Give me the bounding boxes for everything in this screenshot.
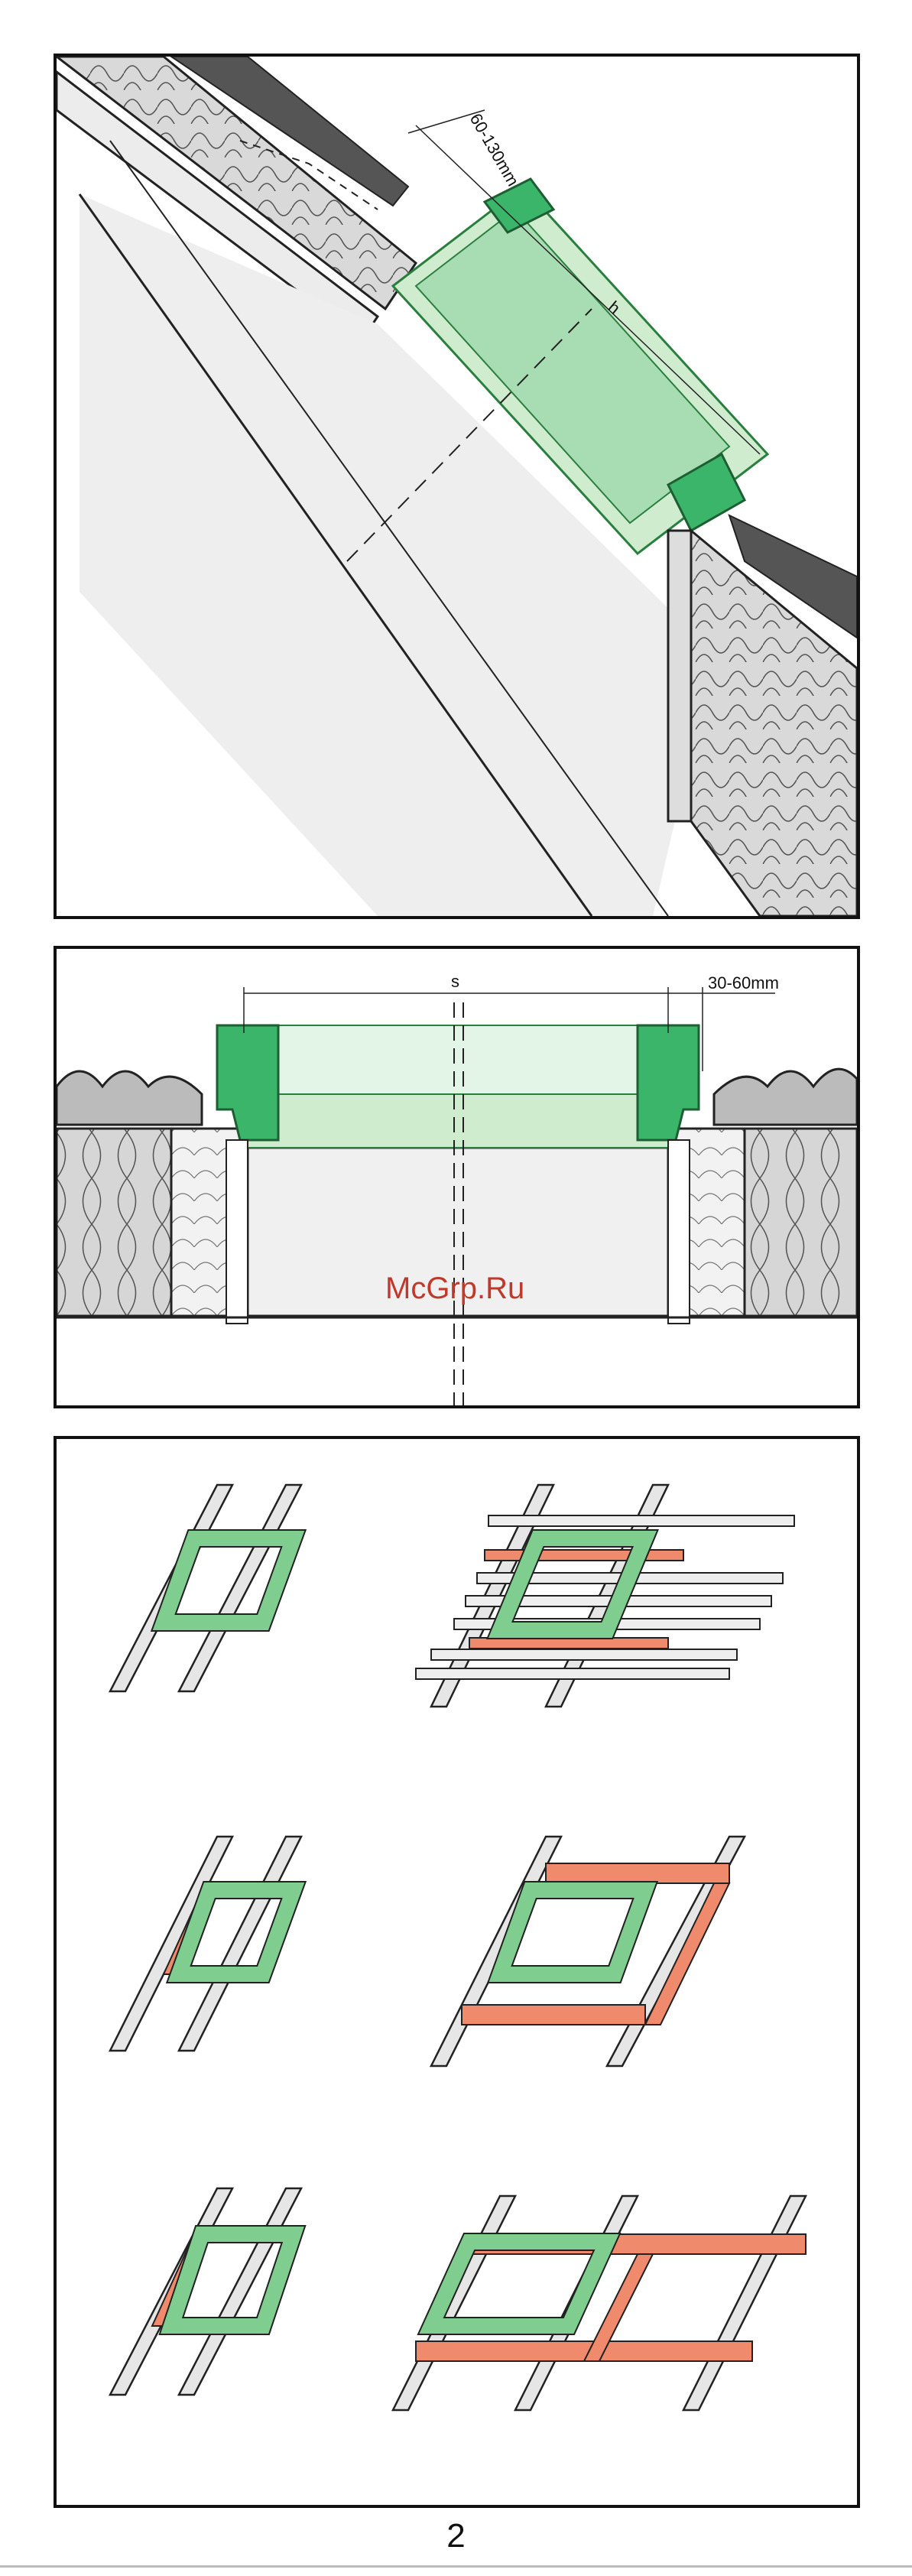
dimension-60-130-label: 60-130mm xyxy=(466,110,523,190)
watermark: McGrp.Ru xyxy=(385,1272,524,1305)
window-glazing xyxy=(248,1094,668,1148)
window-glass xyxy=(248,1025,668,1094)
left-insulation xyxy=(57,1129,171,1316)
framing-examples-drawing xyxy=(57,1439,857,2505)
framing-example-3 xyxy=(110,1837,301,2051)
left-seal xyxy=(226,1140,248,1324)
left-tiles xyxy=(57,1071,202,1125)
framing-example-1 xyxy=(110,1485,301,1691)
page-number: 2 xyxy=(0,2517,912,2555)
framing-example-2 xyxy=(416,1485,794,1707)
right-seal xyxy=(668,1140,690,1324)
horizontal-section-drawing: s 30-60mm McGrp.Ru xyxy=(57,949,857,1405)
framing-example-5 xyxy=(110,2188,301,2395)
dimension-s-label: s xyxy=(451,972,459,991)
framing-example-4 xyxy=(431,1837,745,2066)
inclined-section-drawing: 60-130mm h xyxy=(57,57,857,916)
right-insulation xyxy=(745,1129,857,1316)
inclined-section-panel: 60-130mm h xyxy=(54,54,860,919)
right-frame-profile xyxy=(638,1025,699,1140)
footer-rule xyxy=(0,2565,912,2568)
dimension-30-60-label: 30-60mm xyxy=(708,973,779,992)
right-tiles xyxy=(714,1069,857,1125)
lower-lining xyxy=(668,531,691,821)
framing-example-6 xyxy=(393,2196,806,2410)
horizontal-section-panel: s 30-60mm McGrp.Ru xyxy=(54,946,860,1408)
left-frame-profile xyxy=(217,1025,278,1140)
framing-examples-panel xyxy=(54,1436,860,2508)
